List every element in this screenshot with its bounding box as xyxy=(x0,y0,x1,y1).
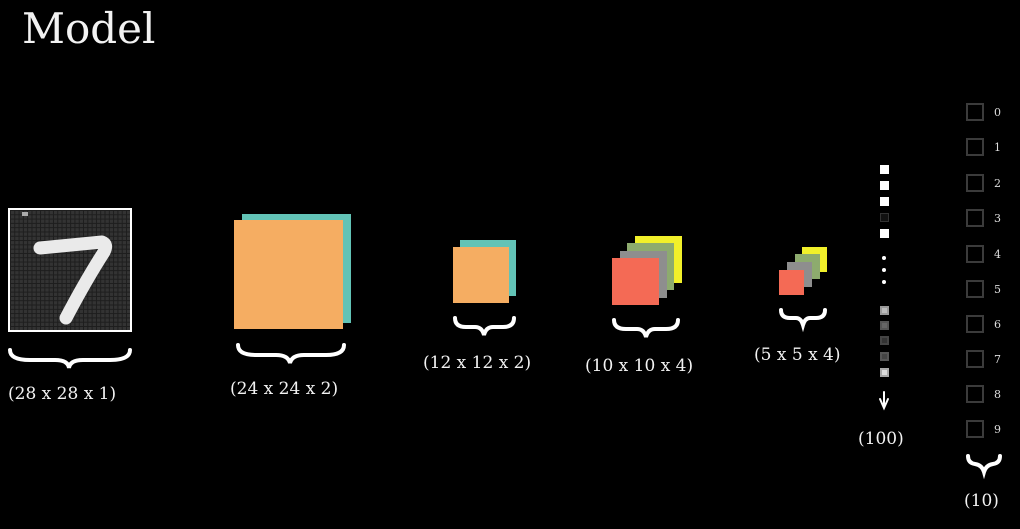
vector-cell xyxy=(880,165,889,174)
vector-cell xyxy=(880,336,889,345)
conv2-brace-icon xyxy=(612,318,680,338)
pool2-dim-label: (5 x 5 x 4) xyxy=(754,345,841,365)
vector-cell xyxy=(880,321,889,330)
output-label: 1 xyxy=(994,141,1001,154)
output-label: 9 xyxy=(994,423,1001,436)
output-label: 0 xyxy=(994,106,1001,119)
conv1-dim-label: (24 x 24 x 2) xyxy=(230,379,339,399)
output-brace-icon xyxy=(966,454,1002,480)
output-neuron-box xyxy=(966,420,984,438)
input-brace-icon xyxy=(8,348,132,369)
input-digit-image xyxy=(8,208,132,332)
flatten-arrow-icon xyxy=(879,391,889,411)
output-label: 4 xyxy=(994,248,1001,261)
output-dim-label: (10) xyxy=(964,491,999,511)
output-label: 5 xyxy=(994,283,1001,296)
conv2-map-1 xyxy=(612,258,659,305)
output-neuron-box xyxy=(966,103,984,121)
ellipsis-dot xyxy=(882,280,886,284)
conv2-dim-label: (10 x 10 x 4) xyxy=(585,356,694,376)
vector-cell xyxy=(880,229,889,238)
output-neuron-box xyxy=(966,138,984,156)
page-title: Model xyxy=(22,4,156,53)
conv1-brace-icon xyxy=(236,343,346,364)
output-neuron-box xyxy=(966,245,984,263)
output-neuron-box xyxy=(966,315,984,333)
vector-cell xyxy=(880,352,889,361)
flatten-dim-label: (100) xyxy=(858,429,904,449)
output-neuron-box xyxy=(966,174,984,192)
pool1-map-1 xyxy=(453,247,509,303)
output-label: 8 xyxy=(994,388,1001,401)
pool1-brace-icon xyxy=(453,316,516,336)
output-neuron-box xyxy=(966,350,984,368)
output-neuron-box xyxy=(966,280,984,298)
vector-cell xyxy=(880,306,889,315)
output-neuron-box xyxy=(966,385,984,403)
vector-cell xyxy=(880,197,889,206)
pool2-brace-icon xyxy=(779,308,827,333)
pool1-dim-label: (12 x 12 x 2) xyxy=(423,353,532,373)
output-label: 7 xyxy=(994,353,1001,366)
output-label: 6 xyxy=(994,318,1001,331)
vector-cell xyxy=(880,213,889,222)
conv1-map-1 xyxy=(234,220,343,329)
ellipsis-dot xyxy=(882,256,886,260)
vector-cell xyxy=(880,181,889,190)
digit-seven-icon xyxy=(22,212,113,325)
output-label: 2 xyxy=(994,177,1001,190)
output-label: 3 xyxy=(994,212,1001,225)
vector-cell xyxy=(880,368,889,377)
output-neuron-box xyxy=(966,209,984,227)
input-dim-label: (28 x 28 x 1) xyxy=(8,384,117,404)
ellipsis-dot xyxy=(882,268,886,272)
pool2-map-1 xyxy=(779,270,804,295)
